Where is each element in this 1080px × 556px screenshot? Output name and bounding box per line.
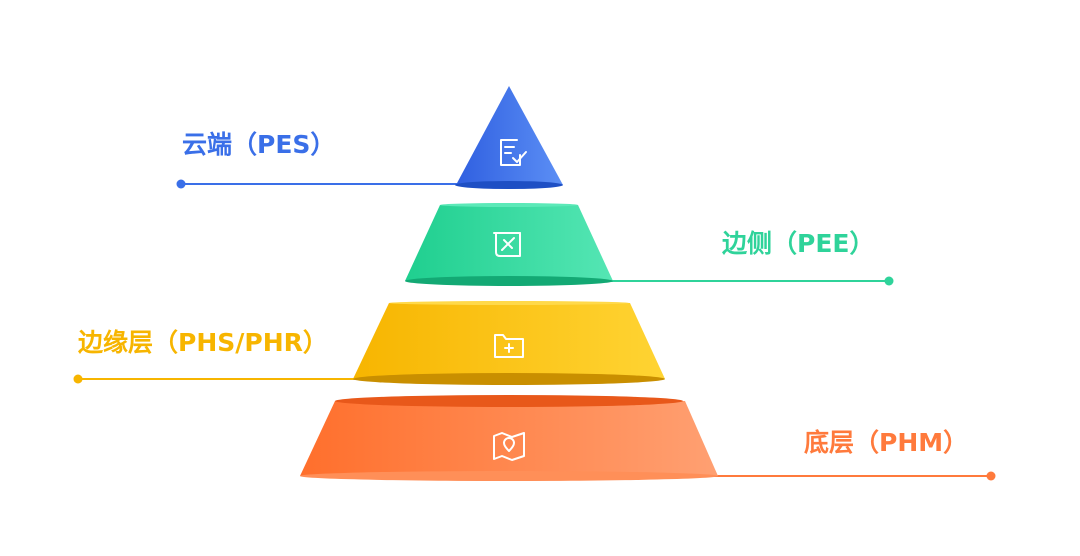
connector-edge-side [600, 276, 894, 286]
connector-edge-layer [73, 374, 365, 384]
connector-bottom [705, 471, 996, 481]
tier-cloud [455, 86, 563, 189]
connector-cloud [176, 179, 470, 189]
label-edge-layer: 边缘层（PHS/PHR） [78, 328, 328, 357]
tier-edge-side [405, 203, 613, 286]
document-check-icon [500, 139, 527, 166]
scroll-certificate-icon [493, 232, 521, 257]
label-bottom: 底层（PHM） [804, 428, 969, 457]
folder-add-icon [494, 334, 524, 358]
map-location-icon [493, 432, 525, 461]
tier-edge-layer [353, 301, 665, 385]
label-edge-side: 边侧（PEE） [722, 229, 875, 258]
tier-bottom [300, 395, 718, 481]
label-cloud: 云端（PES） [182, 130, 336, 159]
